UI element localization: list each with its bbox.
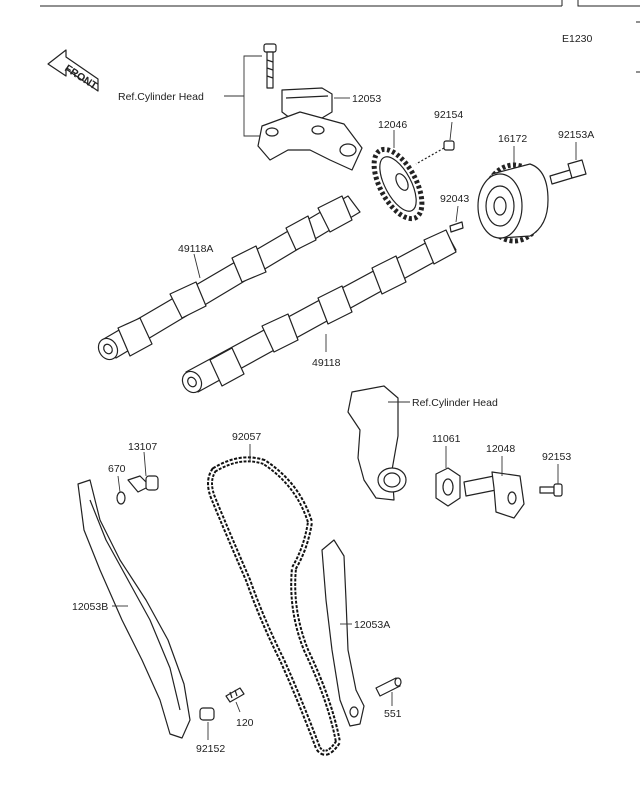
timing-chain-92057: 92057	[207, 431, 341, 756]
gasket-11061: 11061	[432, 433, 461, 507]
callout-92153: 92153	[542, 451, 571, 463]
callout-120: 120	[236, 717, 254, 729]
bolt-120: 120	[225, 687, 254, 729]
callout-49118: 49118	[312, 357, 341, 369]
chain-guide-12053B: 12053B	[72, 479, 191, 739]
ref-cylinder-head-top-label: Ref.Cylinder Head	[118, 91, 204, 103]
callout-12053: 12053	[352, 93, 381, 105]
ref-cylinder-head-mid-label: Ref.Cylinder Head	[412, 397, 498, 409]
callout-16172: 16172	[498, 133, 527, 145]
tensioner-bolt-13107: 13107	[127, 441, 159, 493]
ref-cylinder-head-mid: Ref.Cylinder Head	[347, 385, 498, 501]
chain-guide-12053A: 12053A	[321, 539, 390, 727]
callout-49118A: 49118A	[178, 243, 213, 255]
camshaft-49118: 49118	[181, 229, 457, 394]
callout-670: 670	[108, 463, 126, 475]
o-ring-670: 670	[108, 463, 126, 505]
pin-551: 551	[375, 677, 402, 720]
page-border	[40, 0, 640, 73]
callout-551: 551	[384, 708, 402, 720]
callout-92154: 92154	[434, 109, 463, 121]
callout-11061: 11061	[432, 433, 461, 445]
callout-12046: 12046	[378, 119, 407, 131]
dowel-pin-92043: 92043	[440, 193, 469, 233]
bolt-92153: 92153	[539, 451, 571, 497]
figure-code: E1230	[562, 33, 593, 45]
camshaft-cap-assembly: 12053	[257, 43, 381, 171]
tensioner-12048: 12048	[463, 443, 525, 519]
bolt-92152: 92152	[196, 707, 225, 755]
cam-sprocket-12046: 12046	[371, 119, 425, 222]
camshaft-49118A: 49118A	[97, 195, 361, 361]
bolt-92154: 92154	[415, 109, 463, 165]
bolt-92153A: 92153A	[549, 129, 594, 185]
callout-12053A: 12053A	[354, 619, 390, 631]
callout-92153A: 92153A	[558, 129, 594, 141]
callout-12053B: 12053B	[72, 601, 108, 613]
callout-92152: 92152	[196, 743, 225, 755]
front-arrow-icon: FRONT	[47, 49, 100, 93]
ref-cylinder-head-top: Ref.Cylinder Head	[118, 55, 262, 137]
callout-13107: 13107	[128, 441, 157, 453]
callout-92057: 92057	[232, 431, 261, 443]
callout-12048: 12048	[486, 443, 515, 455]
callout-92043: 92043	[440, 193, 469, 205]
cam-phaser-16172: 16172	[477, 133, 549, 244]
